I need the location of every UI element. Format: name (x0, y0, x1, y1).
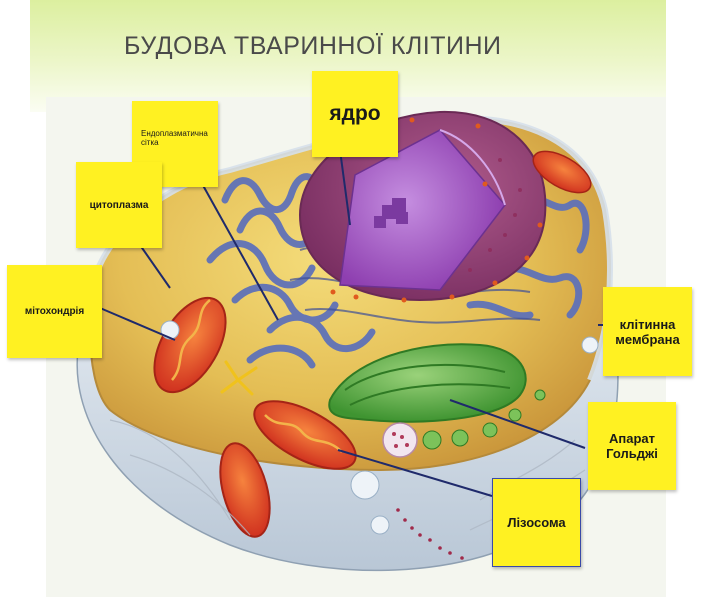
centriole (220, 360, 258, 396)
golgi-apparatus (328, 343, 546, 450)
label-golgi-text: Апарат Гольджі (606, 431, 658, 461)
lysosome (382, 422, 418, 458)
label-cytoplasm: цитоплазма (76, 162, 162, 248)
leader-golgi (449, 399, 586, 449)
label-membrane: клітинна мембрана (603, 287, 692, 376)
leader-nucleus (339, 149, 351, 226)
label-golgi: Апарат Гольджі (588, 402, 676, 490)
nucleolus (374, 198, 408, 228)
slide-title: БУДОВА ТВАРИННОЇ КЛІТИНИ (124, 32, 502, 60)
label-nucleus-text: ядро (329, 102, 381, 125)
mitochondrion-top-right (532, 150, 592, 194)
label-lysosome-text: Лізосома (507, 515, 566, 530)
label-mitochondria-text: мітохондрія (24, 306, 85, 317)
leader-er (199, 179, 279, 321)
label-er-text: Ендоплазматична сітка (141, 129, 208, 148)
label-membrane-text: клітинна мембрана (615, 316, 680, 347)
leader-lysosome (337, 449, 493, 497)
leader-lines (99, 149, 605, 497)
label-mitochondria: мітохондрія (7, 265, 102, 358)
leader-cytoplasm (139, 244, 171, 289)
label-lysosome: Лізосома (492, 478, 581, 567)
label-cytoplasm-text: цитоплазма (89, 199, 149, 211)
nucleus (298, 110, 547, 303)
mitochondrion-lower (219, 442, 271, 538)
secretory-dots (396, 508, 464, 560)
leader-mitochondria (99, 307, 176, 341)
mitochondrion-center (253, 400, 357, 470)
membrane-vesicles (160, 320, 599, 535)
label-nucleus: ядро (312, 71, 398, 157)
